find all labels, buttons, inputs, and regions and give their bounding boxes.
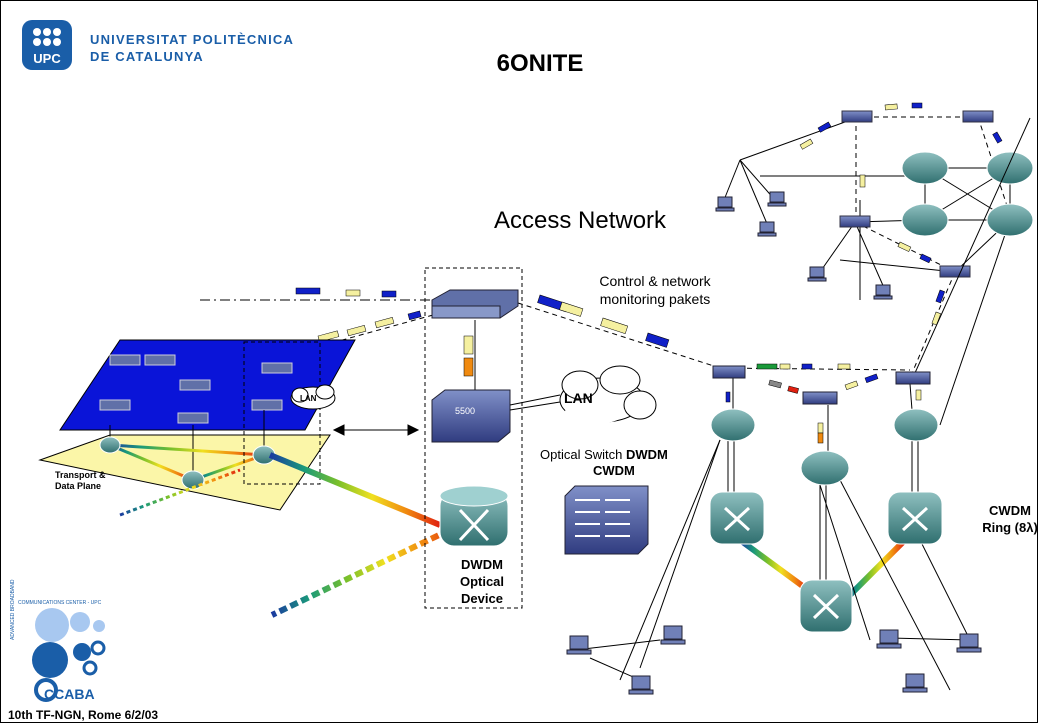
slide-title: 6ONITE: [496, 50, 584, 77]
communications-center-label: COMMUNICATIONS CENTER - UPC: [18, 600, 102, 606]
optical-switch-cwdm-label: CWDM: [593, 463, 635, 478]
cwdm-routers: [709, 408, 943, 633]
cwdm-ring-label: CWDM Ring (8λ): [975, 502, 1038, 536]
dwdm-label-line1: DWDM: [461, 557, 503, 572]
access-network-label: Access Network: [494, 207, 667, 234]
control-label-line2: monitoring pakets: [599, 291, 711, 307]
optical-switch-label: Optical Switch DWDM: [540, 447, 668, 462]
control-switch: [431, 289, 519, 319]
transport-label-line2: Data Plane: [55, 481, 102, 491]
ccaba-logo-text: CCABA: [44, 686, 95, 702]
control-packets-label: Control & network monitoring pakets: [560, 272, 750, 308]
dwdm-device-label: DWDM Optical Device: [437, 556, 527, 607]
transport-data-plane: [38, 339, 356, 511]
cwdm-ring-line2: Ring (8λ): [982, 520, 1038, 535]
ccaba-logo-icon: [32, 608, 106, 702]
upc-logo-icon: UPC: [22, 20, 72, 70]
university-name-line1: UNIVERSITAT POLITÈCNICA: [90, 32, 295, 47]
lan-cloud: [559, 365, 657, 424]
access-routers: [901, 151, 1034, 237]
university-name-line2: DE CATALUNYA: [90, 49, 204, 64]
cwdm-ring-line1: CWDM: [989, 503, 1031, 518]
access-packets: [799, 102, 1003, 326]
transport-label-line1: Transport &: [55, 470, 106, 480]
switch-5500: 5500: [431, 389, 561, 443]
double-arrow: [332, 424, 420, 436]
small-lan-cloud: [290, 384, 336, 410]
access-computers: [715, 191, 893, 300]
upc-logo-text: UPC: [33, 51, 61, 66]
event-footer: 10th TF-NGN, Rome 6/2/03: [8, 708, 159, 722]
optical-switch: [564, 485, 649, 555]
switch-5500-label: 5500: [455, 406, 475, 416]
control-packets: [295, 287, 922, 444]
control-label-line1: Control & network: [599, 273, 711, 289]
optical-switch-dwdm: DWDM: [625, 447, 668, 462]
access-switches: [839, 110, 994, 278]
lan-label: LAN: [564, 390, 593, 406]
dwdm-label-line3: Device: [461, 591, 503, 606]
advanced-broadband-label: ADVANCED BROADBAND: [10, 579, 16, 640]
dwdm-column-frame: [424, 267, 523, 609]
small-lan-label: LAN: [300, 394, 317, 403]
optical-switch-text: Optical Switch: [540, 447, 626, 462]
cwdm-ring-links: [574, 117, 1031, 691]
control-paths: [200, 299, 911, 390]
bottom-computers: [566, 625, 982, 695]
transport-plane-label: Transport & Data Plane: [55, 470, 106, 492]
cwdm-switches: [712, 365, 931, 405]
dwdm-optical-device: [439, 485, 509, 547]
dwdm-label-line2: Optical: [459, 574, 505, 589]
